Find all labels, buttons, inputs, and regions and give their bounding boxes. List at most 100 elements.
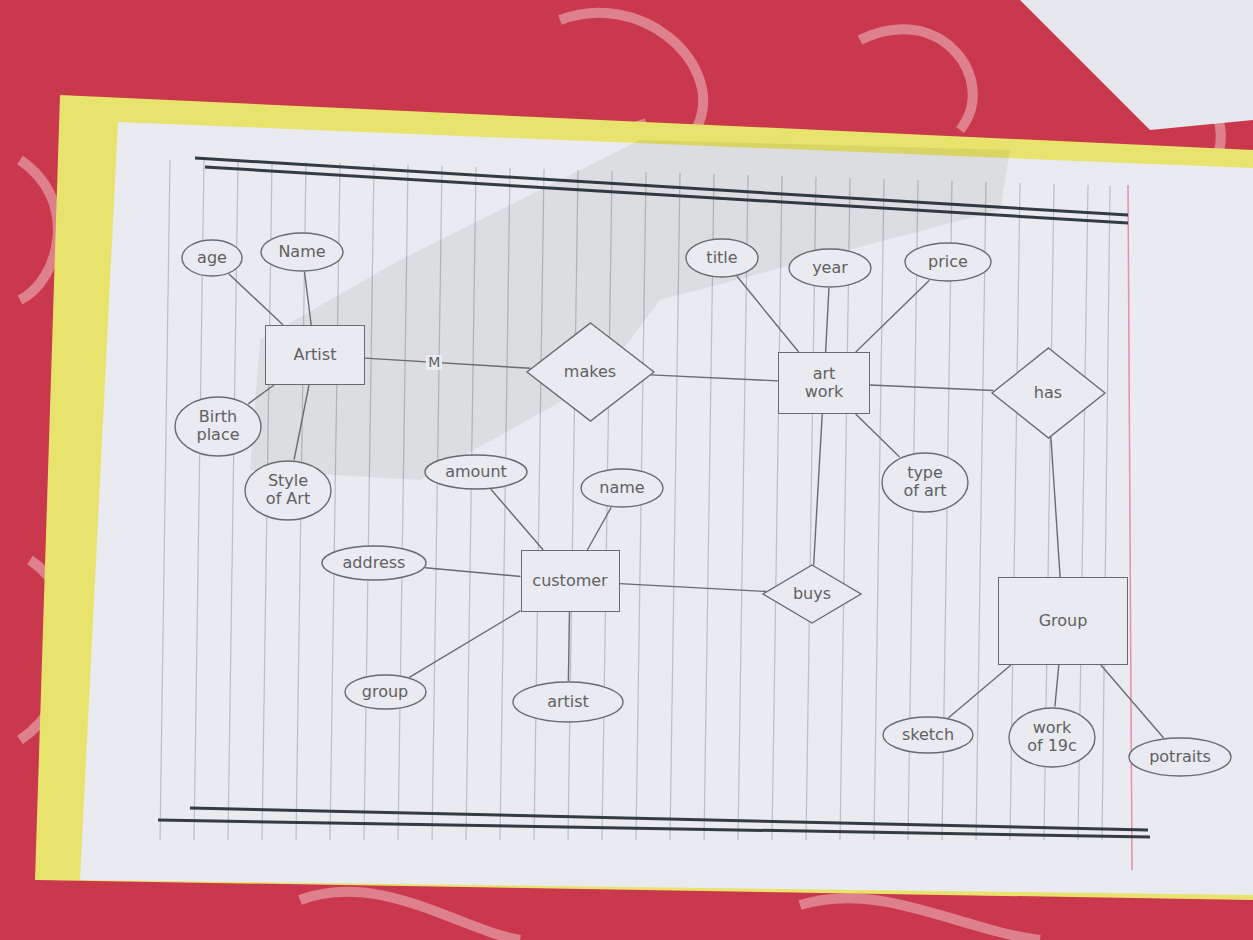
connector-line: [1055, 665, 1059, 707]
node-text: artist: [547, 693, 589, 711]
attribute-ellipse: Style of Art: [244, 460, 332, 521]
connector-line: [856, 280, 930, 352]
node-label: sketch: [902, 726, 954, 744]
connector-line: [948, 665, 1011, 718]
node-label: Birth place: [193, 408, 243, 445]
connector-line: [294, 385, 309, 460]
node-text: sketch: [902, 726, 954, 744]
entity-box: Group: [998, 577, 1128, 665]
connector-line: [305, 272, 312, 325]
ellipse-shape: [245, 461, 331, 520]
node-label: buys: [793, 585, 831, 603]
ellipse-shape: [1009, 708, 1095, 767]
node-text: name: [599, 479, 644, 497]
cardinality-label: M: [426, 355, 442, 370]
attribute-ellipse: artist: [512, 681, 624, 723]
connector-line: [425, 568, 520, 577]
node-label: amount: [445, 463, 507, 481]
paper-sheet: [80, 122, 1253, 895]
node-text: potraits: [1149, 748, 1211, 766]
attribute-ellipse: name: [580, 468, 664, 508]
connector-line: [737, 276, 799, 352]
node-label: Group: [1039, 612, 1088, 630]
node-text: type of art: [900, 464, 950, 501]
node-text: title: [706, 249, 737, 267]
entity-box: Artist: [265, 325, 365, 385]
attribute-ellipse: year: [788, 248, 872, 288]
connector-line: [568, 612, 569, 681]
node-label: name: [599, 479, 644, 497]
relationship-diamond: has: [991, 347, 1106, 439]
node-text: Name: [278, 243, 325, 261]
ellipse-shape: [581, 469, 663, 507]
attribute-ellipse: amount: [424, 454, 528, 490]
attribute-ellipse: potraits: [1128, 737, 1232, 777]
node-text: makes: [564, 363, 616, 381]
attribute-ellipse: age: [181, 239, 243, 277]
ellipse-shape: [261, 233, 343, 271]
node-text: amount: [445, 463, 507, 481]
attribute-ellipse: price: [904, 242, 992, 282]
node-text: customer: [532, 572, 607, 590]
node-text: art work: [799, 365, 849, 402]
connector-line: [587, 507, 611, 550]
entity-box: art work: [778, 352, 870, 414]
attribute-ellipse: work of 19c: [1008, 707, 1096, 768]
ellipse-shape: [1129, 738, 1231, 776]
entity-box: customer: [521, 550, 620, 612]
node-label: has: [1034, 384, 1062, 402]
node-text: has: [1034, 384, 1062, 402]
node-text: work of 19c: [1027, 719, 1077, 756]
other-sheet: [1020, 0, 1253, 130]
ellipse-shape: [425, 455, 527, 489]
yellow-folder: [35, 95, 1253, 900]
node-label: Artist: [294, 346, 337, 364]
node-label: art work: [799, 365, 849, 402]
relationship-diamond: makes: [526, 322, 655, 422]
node-text: year: [812, 259, 848, 277]
margin-line: [1128, 185, 1132, 870]
attribute-ellipse: title: [685, 238, 759, 278]
attribute-ellipse: sketch: [882, 716, 974, 754]
connector-line: [826, 288, 829, 352]
node-label: work of 19c: [1027, 719, 1077, 756]
connector-line: [651, 375, 778, 381]
node-text: Style of Art: [263, 472, 313, 509]
ellipse-shape: [686, 239, 758, 277]
node-label: year: [812, 259, 848, 277]
connector-line: [365, 358, 530, 368]
node-label: artist: [547, 693, 589, 711]
connector-line: [1051, 437, 1060, 577]
node-label: price: [928, 253, 968, 271]
connector-line: [1101, 665, 1164, 738]
connector-line: [856, 414, 900, 457]
connector-line: [814, 414, 823, 565]
node-label: age: [197, 249, 227, 267]
node-text: group: [362, 683, 408, 701]
node-label: makes: [564, 363, 616, 381]
attribute-ellipse: group: [344, 674, 427, 710]
attribute-ellipse: address: [321, 545, 427, 581]
node-label: type of art: [900, 464, 950, 501]
attribute-ellipse: Birth place: [174, 396, 262, 457]
connector-line: [870, 385, 994, 391]
node-label: title: [706, 249, 737, 267]
diamond-shape: [763, 565, 861, 623]
node-label: potraits: [1149, 748, 1211, 766]
node-text: Group: [1039, 612, 1088, 630]
connector-line: [409, 611, 520, 678]
shadow: [250, 140, 1010, 480]
ellipse-shape: [883, 717, 973, 753]
node-label: group: [362, 683, 408, 701]
node-label: address: [343, 554, 406, 572]
ellipse-shape: [905, 243, 991, 281]
ellipse-shape: [789, 249, 871, 287]
node-label: Style of Art: [263, 472, 313, 509]
node-text: age: [197, 249, 227, 267]
ellipse-shape: [513, 682, 623, 722]
connector-line: [229, 274, 283, 325]
ellipse-shape: [182, 240, 242, 276]
diamond-shape: [992, 348, 1105, 438]
